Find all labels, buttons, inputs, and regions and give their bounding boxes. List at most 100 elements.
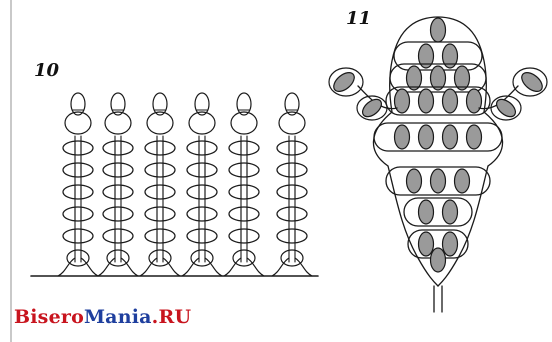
watermark-part-bisero: Bisero bbox=[14, 306, 84, 328]
chain-bottom-loop bbox=[106, 249, 130, 267]
chain-bead-ring bbox=[186, 162, 218, 178]
top-ring bbox=[104, 111, 132, 135]
chain-bead-ring bbox=[62, 140, 94, 156]
top-loop bbox=[110, 92, 126, 116]
top-ring bbox=[230, 111, 258, 135]
chain-bottom-loop bbox=[232, 249, 256, 267]
chain-bead-ring bbox=[144, 206, 176, 222]
chain-bead-ring bbox=[228, 206, 260, 222]
cluster-bead bbox=[405, 65, 423, 91]
chain-bead-ring bbox=[102, 206, 134, 222]
cluster-row-loop bbox=[373, 122, 503, 152]
top-loop bbox=[284, 92, 300, 116]
cluster-bead bbox=[429, 17, 447, 43]
cluster-bead bbox=[465, 88, 483, 114]
chain-bottom-loop bbox=[148, 249, 172, 267]
site-watermark: BiseroMania.RU bbox=[14, 306, 191, 328]
chain-bead-ring bbox=[144, 140, 176, 156]
cluster-bead bbox=[417, 124, 435, 150]
chain-bead-ring bbox=[186, 206, 218, 222]
cluster-row-loop bbox=[385, 166, 491, 196]
cluster-bead bbox=[429, 168, 447, 194]
cluster-right-taper bbox=[437, 165, 489, 287]
chain-anchor bbox=[223, 257, 242, 277]
chain-bead-ring bbox=[276, 206, 308, 222]
cluster-bead bbox=[393, 88, 411, 114]
chain-anchor bbox=[139, 257, 158, 277]
cluster-bead bbox=[441, 43, 459, 69]
cluster-bead bbox=[429, 65, 447, 91]
top-ring bbox=[146, 111, 174, 135]
top-loop bbox=[70, 92, 86, 116]
figure-10-chains bbox=[30, 92, 319, 277]
cluster-bead bbox=[453, 65, 471, 91]
chain-bead-ring bbox=[276, 162, 308, 178]
chain-column bbox=[223, 92, 265, 277]
chain-bead-ring bbox=[186, 228, 218, 244]
cluster-bead bbox=[441, 88, 459, 114]
chain-bead-ring bbox=[276, 228, 308, 244]
cluster-left-side bbox=[372, 111, 393, 167]
cluster-left-taper bbox=[387, 165, 439, 287]
chain-bottom-loop bbox=[190, 249, 214, 267]
chain-bead-ring bbox=[102, 184, 134, 200]
chain-bead-ring bbox=[144, 228, 176, 244]
cluster-bead bbox=[393, 124, 411, 150]
cluster-right-side bbox=[483, 111, 504, 167]
chain-bead-ring bbox=[62, 162, 94, 178]
chain-column bbox=[271, 92, 313, 277]
cluster-bead bbox=[417, 199, 435, 225]
chain-bead-ring bbox=[228, 228, 260, 244]
chain-bead-ring bbox=[102, 228, 134, 244]
chain-column bbox=[139, 92, 181, 277]
chain-bead-ring bbox=[144, 162, 176, 178]
cluster-outer-arch bbox=[389, 16, 487, 113]
cluster-row-loop bbox=[403, 197, 473, 227]
right-wing-loop bbox=[512, 67, 548, 97]
left-wing-loop bbox=[328, 67, 364, 97]
chain-bead-ring bbox=[102, 140, 134, 156]
chain-anchor bbox=[80, 257, 99, 277]
watermark-part-mania: Mania bbox=[83, 306, 152, 328]
cluster-row-loop bbox=[385, 86, 491, 116]
chain-anchor bbox=[162, 257, 181, 277]
right-wing-loop bbox=[490, 95, 522, 121]
chain-bead-ring bbox=[144, 184, 176, 200]
chain-anchor bbox=[57, 257, 76, 277]
chain-anchor bbox=[181, 257, 200, 277]
chain-bead-ring bbox=[102, 162, 134, 178]
chain-bottom-loop bbox=[280, 249, 304, 267]
right-wing-bead bbox=[495, 98, 517, 118]
chain-bead-ring bbox=[276, 140, 308, 156]
cluster-bead bbox=[441, 124, 459, 150]
cluster-bead bbox=[453, 168, 471, 194]
chain-column bbox=[181, 92, 223, 277]
chain-anchor bbox=[204, 257, 223, 277]
top-ring bbox=[188, 111, 216, 135]
left-edge-rule bbox=[10, 0, 12, 342]
top-ring bbox=[64, 111, 92, 135]
chain-bead-ring bbox=[276, 184, 308, 200]
top-ring bbox=[278, 111, 306, 135]
cluster-bead bbox=[405, 168, 423, 194]
chain-bead-ring bbox=[62, 206, 94, 222]
chain-bead-ring bbox=[228, 162, 260, 178]
watermark-part-ru: .RU bbox=[151, 306, 192, 328]
chain-bottom-loop bbox=[66, 249, 90, 267]
chain-bead-ring bbox=[186, 140, 218, 156]
chain-bead-ring bbox=[228, 184, 260, 200]
chain-anchor bbox=[246, 257, 265, 277]
right-wing-bead bbox=[521, 72, 543, 92]
chain-anchor bbox=[120, 257, 139, 277]
chain-bead-ring bbox=[62, 228, 94, 244]
cluster-bead bbox=[417, 231, 435, 257]
top-loop bbox=[152, 92, 168, 116]
chain-bead-ring bbox=[186, 184, 218, 200]
cluster-bead bbox=[417, 43, 435, 69]
figure-11-label: 11 bbox=[346, 8, 372, 29]
chain-bead-ring bbox=[228, 140, 260, 156]
figure-11-cluster bbox=[328, 16, 548, 313]
left-wing-bead bbox=[361, 98, 383, 118]
chain-anchor bbox=[271, 257, 290, 277]
